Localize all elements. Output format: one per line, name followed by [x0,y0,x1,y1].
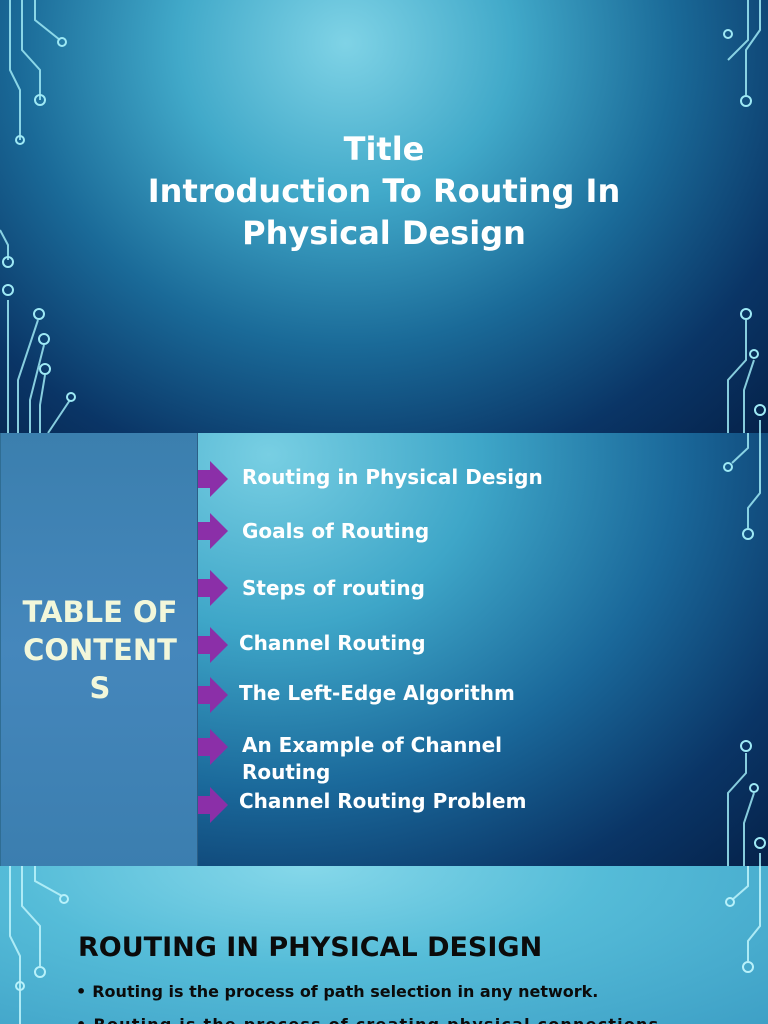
toc-item-label: Routing in Physical Design [242,465,543,489]
circuit-decoration-left [0,0,76,433]
toc-item-label: Goals of Routing [242,519,430,543]
circuit-decoration-right [725,866,761,973]
circuit-decoration-right [723,0,766,433]
slide-heading: ROUTING IN PHYSICAL DESIGN [78,932,543,963]
bullet-item: • Routing is the process of path selectio… [76,982,598,1001]
toc-item-label: Channel Routing Problem [239,789,527,813]
arrow-right-icon [198,729,228,765]
arrow-right-icon [198,677,228,713]
toc-item-label: Channel Routing [239,631,426,655]
toc-item-label: The Left-Edge Algorithm [239,681,515,705]
title-line: Introduction To Routing In [147,172,621,210]
title-line: Title [343,130,425,168]
bullet-dot-icon: • [76,982,87,1001]
table-of-contents-slide: TABLE OF CONTENT S Routing in Physical D… [0,433,768,866]
arrow-right-icon [198,461,228,497]
toc-side-panel: TABLE OF CONTENT S [0,433,198,866]
bullet-text: Routing is the process of path selection… [92,982,599,1001]
bullet-dot-icon: • [76,1015,87,1024]
toc-heading-line: S [89,671,111,705]
title-slide: Title Introduction To Routing In Physica… [0,0,768,433]
arrow-right-icon [198,787,228,823]
toc-heading-line: TABLE OF [22,595,178,629]
bullet-text: Routing is the process of creating physi… [93,1015,659,1024]
toc-heading: TABLE OF CONTENT S [1,593,199,707]
arrow-right-icon [198,513,228,549]
toc-heading-line: CONTENT [23,633,177,667]
content-slide: ROUTING IN PHYSICAL DESIGN • Routing is t… [0,866,768,1024]
toc-item-label: Routing [242,760,331,784]
arrow-right-icon [198,570,228,606]
circuit-decoration-left [9,866,69,1024]
arrow-right-icon [198,627,228,663]
toc-item-label: Steps of routing [242,576,425,600]
slide-title: Title Introduction To Routing In Physica… [0,128,768,254]
toc-item-label: An Example of Channel [242,733,502,757]
bullet-item: • Routing is the process of creating phys… [76,1015,659,1024]
circuit-decoration-right [723,433,766,866]
title-line: Physical Design [242,214,526,252]
